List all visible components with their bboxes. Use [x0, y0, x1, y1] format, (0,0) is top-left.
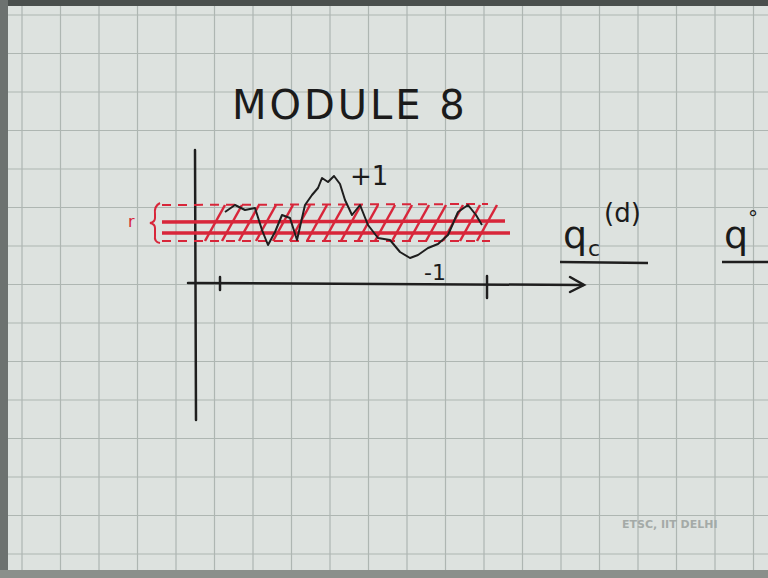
underline — [560, 262, 768, 263]
photo-edge — [0, 570, 768, 578]
module-title: MODULE 8 — [232, 85, 468, 125]
photo-edge — [0, 0, 8, 578]
subscript-label: c — [588, 238, 600, 260]
level-label: -1 — [424, 262, 446, 284]
band-width-label: r — [128, 214, 135, 230]
superscript-label: (d) — [604, 200, 641, 226]
superscript-label: ° — [748, 208, 758, 228]
tolerance-band — [150, 203, 510, 243]
photo-edge — [0, 0, 768, 6]
symbol-label: q — [724, 216, 748, 254]
level-label: +1 — [350, 163, 388, 189]
watermark: ETSC, IIT DELHI — [622, 519, 718, 530]
symbol-label: q — [563, 216, 587, 254]
axes — [188, 150, 584, 420]
